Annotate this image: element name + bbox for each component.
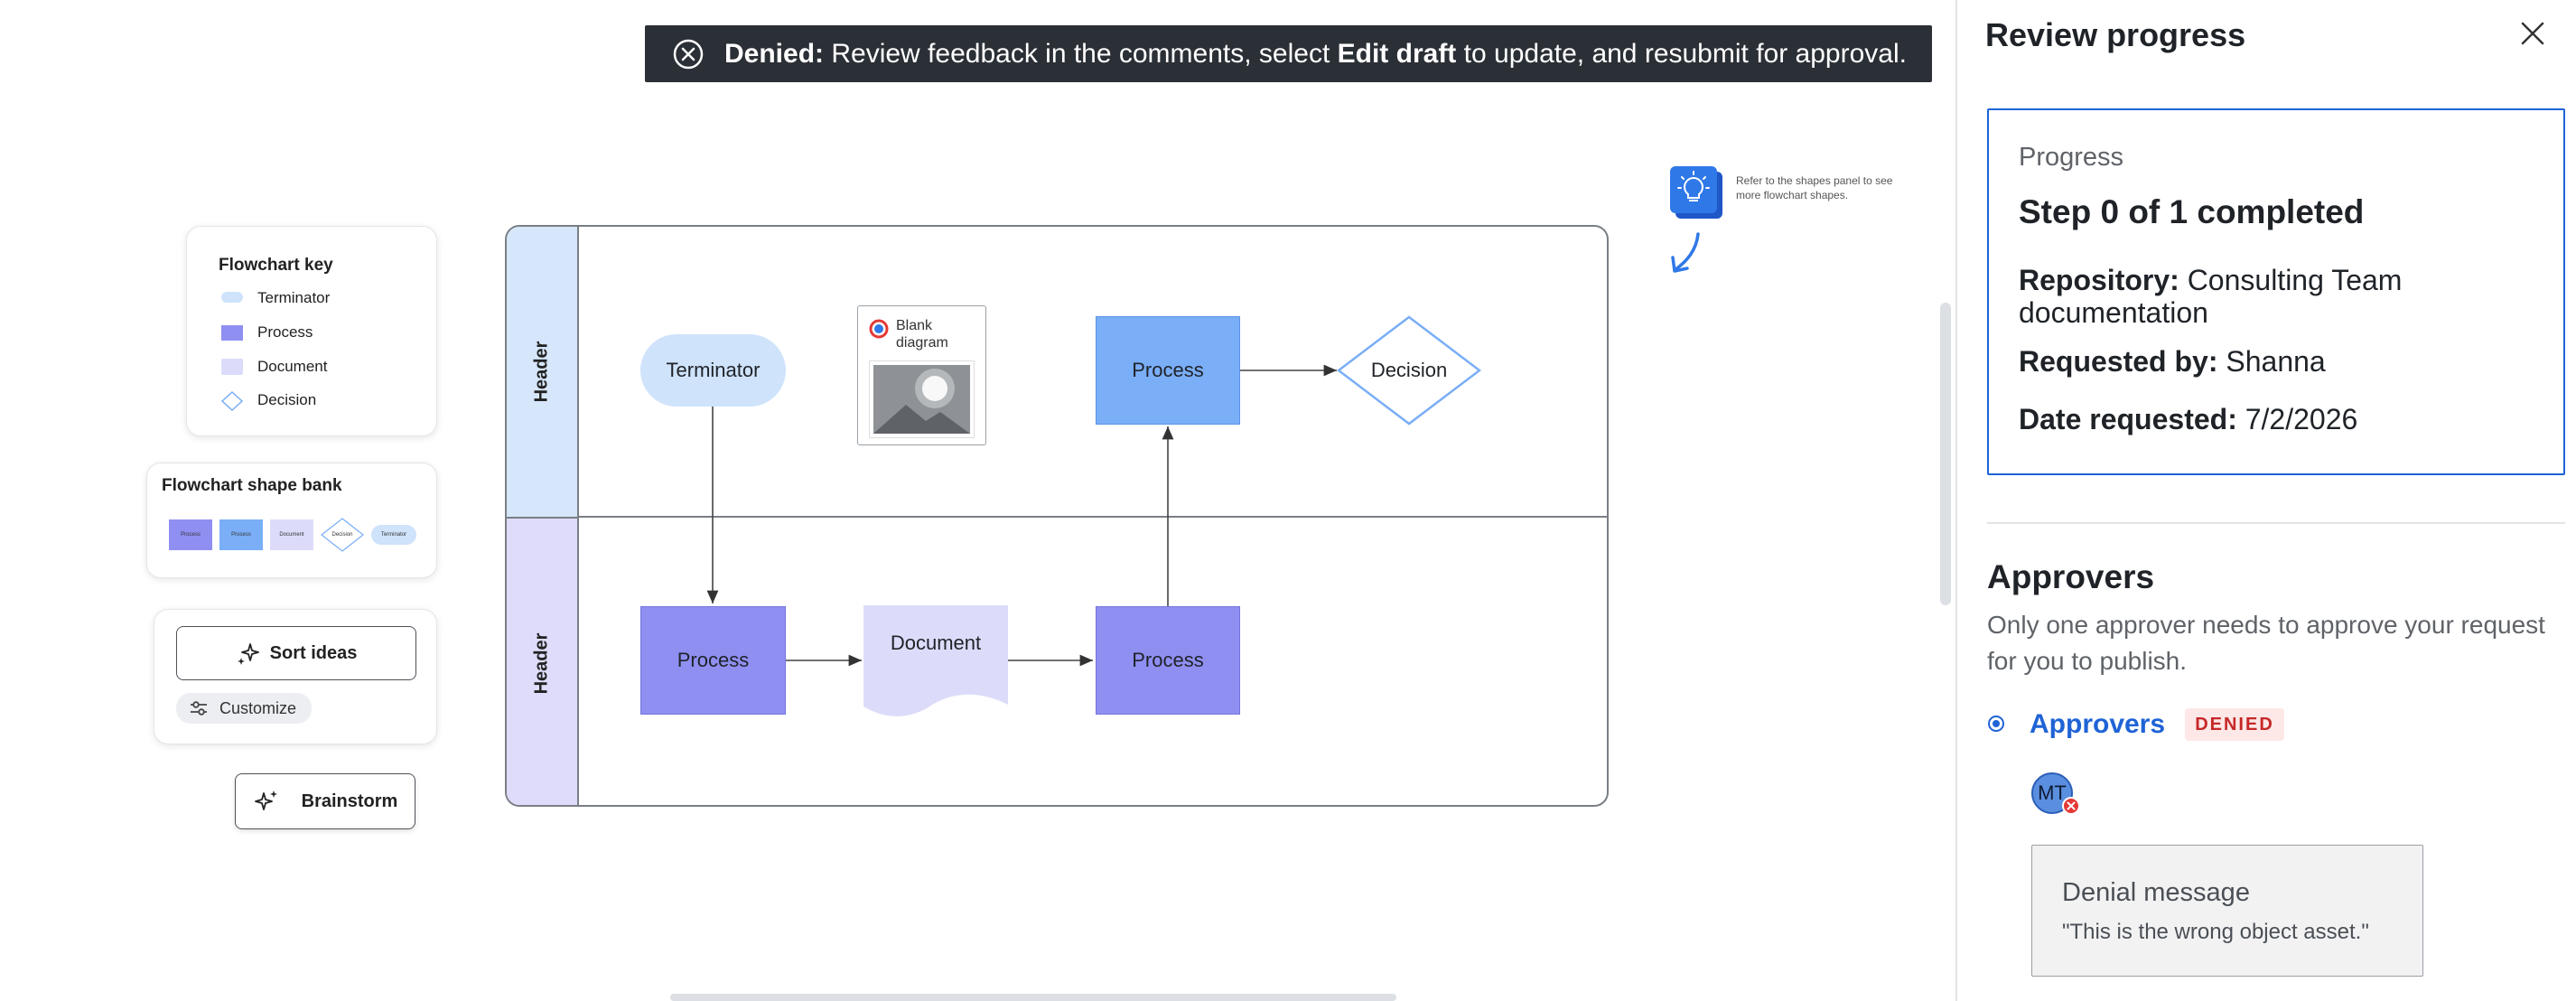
requested-by-value: Shanna	[2226, 345, 2326, 378]
denial-message-text: "This is the wrong object asset."	[2062, 920, 2369, 944]
decision-shape[interactable]: Decision	[1337, 315, 1481, 426]
process-shape[interactable]: Process	[640, 606, 786, 715]
sort-ideas-card: Sort ideas Customize	[154, 609, 437, 744]
denial-message-box: Denial message "This is the wrong object…	[2031, 845, 2423, 977]
banner-message-a: Review feedback in the comments, select	[831, 38, 1330, 69]
divider	[1987, 522, 2565, 524]
key-label: Decision	[257, 391, 317, 408]
bank-decision-label: Decision	[331, 532, 353, 538]
process-shape[interactable]: Process	[1096, 606, 1240, 715]
curved-arrow-icon	[1667, 230, 1703, 276]
banner-action: Edit draft	[1337, 38, 1457, 69]
denied-x-icon	[2062, 797, 2080, 815]
brainstorm-label: Brainstorm	[301, 791, 398, 811]
requested-by-label: Requested by:	[2019, 345, 2218, 378]
key-label: Process	[257, 323, 313, 341]
hint-text: Refer to the shapes panel to see more fl…	[1736, 174, 1893, 201]
flowchart-key-card[interactable]: Flowchart key Terminator Process Documen…	[186, 226, 437, 436]
horizontal-scrollbar[interactable]	[670, 994, 1396, 1001]
lane-divider	[579, 516, 1607, 518]
flowchart-key-title: Flowchart key	[219, 256, 333, 275]
date-requested-field: Date requested: 7/2/2026	[2019, 403, 2357, 436]
document-label: Document	[890, 631, 982, 654]
close-circle-icon	[672, 38, 705, 70]
brainstorm-button[interactable]: Brainstorm	[235, 773, 415, 829]
step-dot-icon	[1988, 716, 2004, 732]
approvers-description: Only one approver needs to approve your …	[1987, 611, 2545, 675]
app-logo-icon	[869, 319, 889, 339]
terminator-swatch	[221, 292, 243, 303]
process-swatch	[221, 325, 243, 341]
terminator-shape[interactable]: Terminator	[640, 334, 786, 407]
avatar[interactable]: MT	[2031, 772, 2073, 814]
lightbulb-icon[interactable]	[1670, 166, 1724, 222]
panel-title: Review progress	[1985, 16, 2246, 53]
connectors	[706, 364, 1337, 667]
customize-button[interactable]: Customize	[176, 693, 312, 724]
blank-diagram-card[interactable]: Blank diagram	[857, 305, 986, 445]
image-placeholder-icon	[869, 360, 975, 438]
approvers-link[interactable]: Approvers	[2030, 709, 2166, 739]
bank-process-shape[interactable]: Process	[169, 519, 212, 550]
denied-banner: Denied: Review feedback in the comments,…	[645, 25, 1932, 82]
shape-bank-title: Flowchart shape bank	[162, 476, 342, 495]
key-label: Document	[257, 358, 328, 375]
bank-process-shape[interactable]: Process	[219, 519, 263, 550]
banner-message-b: to update, and resubmit for approval.	[1463, 38, 1907, 69]
decision-label: Decision	[1370, 359, 1448, 381]
sliders-icon	[189, 700, 209, 716]
document-shape[interactable]: Document	[863, 605, 1008, 719]
date-requested-value: 7/2/2026	[2245, 403, 2358, 435]
customize-label: Customize	[219, 698, 297, 717]
decision-swatch	[220, 390, 244, 412]
progress-label: Progress	[2019, 143, 2124, 172]
banner-status: Denied:	[724, 38, 825, 69]
bank-terminator-shape[interactable]: Terminator	[371, 525, 416, 545]
status-badge: DENIED	[2185, 708, 2284, 741]
lane-header-top[interactable]: Header	[507, 227, 579, 517]
flowchart-shape-bank-card[interactable]: Flowchart shape bank Process Process Doc…	[146, 463, 437, 578]
repository-label: Repository:	[2019, 264, 2179, 296]
requested-by-field: Requested by: Shanna	[2019, 345, 2326, 379]
progress-step: Step 0 of 1 completed	[2019, 193, 2365, 230]
vertical-scrollbar[interactable]	[1940, 303, 1951, 605]
sparkle-icon	[253, 788, 280, 815]
sparkle-icon	[236, 641, 261, 666]
repository-field: Repository: Consulting Team documentatio…	[2019, 264, 2525, 329]
repository-value: Consulting Team documentation	[2019, 264, 2403, 329]
bank-decision-shape[interactable]: Decision	[321, 518, 364, 552]
document-swatch	[221, 359, 243, 375]
approvers-title: Approvers	[1987, 558, 2155, 595]
banner-text: Denied: Review feedback in the comments,…	[724, 39, 1907, 70]
whiteboard-canvas[interactable]: Denied: Review feedback in the comments,…	[0, 0, 1955, 1001]
process-shape[interactable]: Process	[1096, 316, 1240, 425]
bank-document-shape[interactable]: Document	[270, 519, 313, 550]
denial-message-title: Denial message	[2062, 878, 2250, 907]
review-progress-panel: Review progress Progress Step 0 of 1 com…	[1955, 0, 2576, 1001]
key-label: Terminator	[257, 289, 331, 306]
blank-diagram-label: Blank diagram	[896, 318, 948, 351]
close-icon[interactable]	[2519, 20, 2546, 47]
sort-ideas-button[interactable]: Sort ideas	[176, 626, 416, 680]
lane-header-bottom[interactable]: Header	[507, 517, 579, 805]
date-requested-label: Date requested:	[2019, 403, 2237, 435]
progress-box: Progress Step 0 of 1 completed Repositor…	[1987, 108, 2565, 475]
sort-ideas-label: Sort ideas	[269, 642, 358, 663]
